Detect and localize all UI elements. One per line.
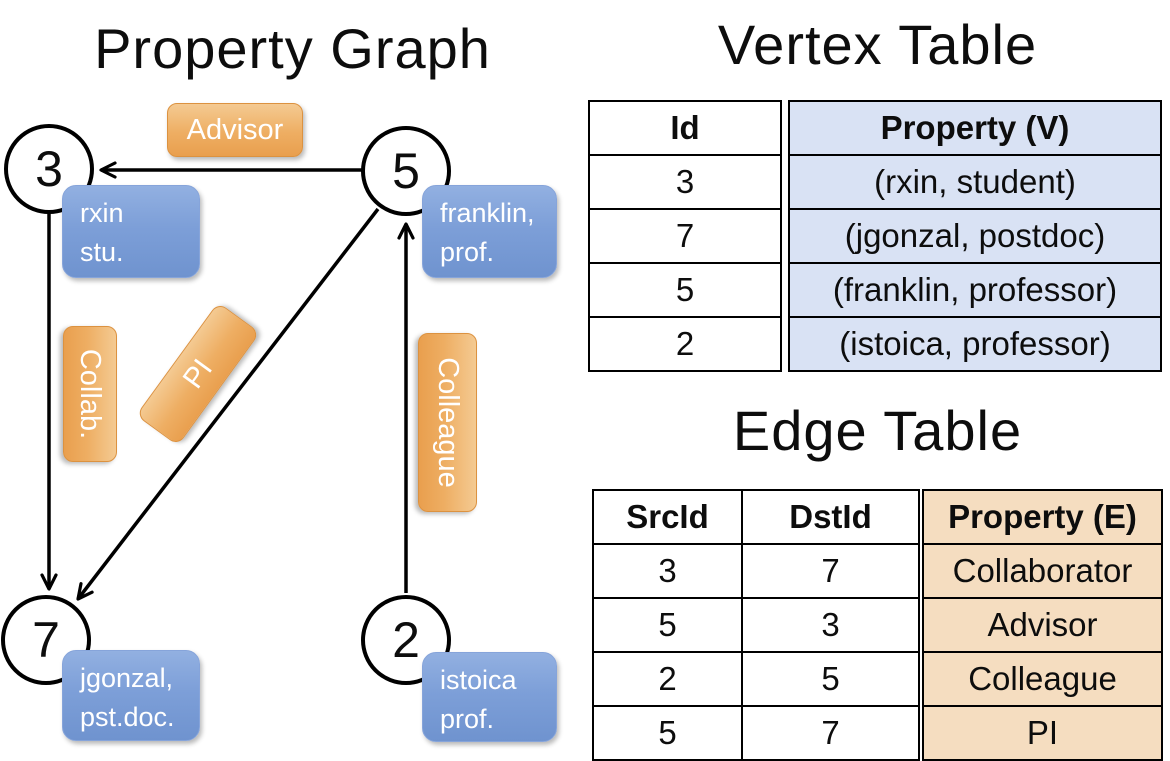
vertex-property-cell: (istoica, professor) bbox=[788, 316, 1162, 372]
table-row: 7 bbox=[588, 208, 782, 264]
vertex-id-cell: 2 bbox=[588, 316, 782, 372]
property-graph-title: Property Graph bbox=[94, 17, 491, 80]
vertex-node-2-id: 2 bbox=[392, 612, 420, 668]
edge-label-advisor: Advisor bbox=[167, 103, 303, 157]
table-row: Id bbox=[588, 100, 782, 156]
vertex-id-cell: 3 bbox=[588, 154, 782, 210]
vertex-table-id-column: Id 3 7 5 2 bbox=[588, 100, 782, 372]
edge-srcid-cell: 5 bbox=[592, 597, 743, 653]
table-row: PI bbox=[922, 705, 1163, 761]
table-row: (istoica, professor) bbox=[788, 316, 1162, 372]
table-row: 2 5 bbox=[592, 651, 920, 707]
vertex-id-header: Id bbox=[588, 100, 782, 156]
vertex-property-line: istoica bbox=[440, 665, 517, 695]
vertex-property-line: rxin bbox=[80, 198, 124, 228]
edge-label-colleague: Colleague bbox=[418, 333, 477, 512]
table-row: (rxin, student) bbox=[788, 154, 1162, 210]
vertex-property-box-istoica: istoica prof. bbox=[422, 652, 557, 742]
edge-srcid-header: SrcId bbox=[592, 489, 743, 545]
vertex-id-cell: 7 bbox=[588, 208, 782, 264]
vertex-id-cell: 5 bbox=[588, 262, 782, 318]
vertex-property-line: prof. bbox=[440, 704, 495, 735]
edge-srcid-cell: 3 bbox=[592, 543, 743, 599]
table-row: 2 bbox=[588, 316, 782, 372]
property-graph-canvas bbox=[40, 161, 415, 601]
edge-property-cell: Collaborator bbox=[922, 543, 1163, 599]
table-row: (jgonzal, postdoc) bbox=[788, 208, 1162, 264]
vertex-property-line: jgonzal, bbox=[80, 663, 174, 693]
table-row: Property (E) bbox=[922, 489, 1163, 545]
vertex-property-box-jgonzal: jgonzal, pst.doc. bbox=[62, 650, 200, 741]
table-row: Property (V) bbox=[788, 100, 1162, 156]
edge-property-header: Property (E) bbox=[922, 489, 1163, 545]
table-row: Collaborator bbox=[922, 543, 1163, 599]
edge-property-cell: Colleague bbox=[922, 651, 1163, 707]
vertex-property-line: prof. bbox=[440, 237, 495, 268]
edge-dstid-cell: 7 bbox=[741, 705, 920, 761]
edge-label-collaborator: Collab. bbox=[63, 326, 117, 462]
table-row: 3 7 bbox=[592, 543, 920, 599]
table-row: (franklin, professor) bbox=[788, 262, 1162, 318]
vertex-property-line: stu. bbox=[80, 237, 124, 268]
table-row: 3 bbox=[588, 154, 782, 210]
table-row: Advisor bbox=[922, 597, 1163, 653]
vertex-node-3-id: 3 bbox=[35, 141, 63, 197]
table-row: 5 3 bbox=[592, 597, 920, 653]
vertex-node-5: 5 bbox=[361, 126, 451, 216]
edge-table-src-dst-columns: SrcId DstId 3 7 5 3 2 5 5 7 bbox=[592, 489, 920, 761]
table-row: Colleague bbox=[922, 651, 1163, 707]
vertex-table-title: Vertex Table bbox=[717, 13, 1038, 76]
edge-srcid-cell: 5 bbox=[592, 705, 743, 761]
edge-dstid-cell: 7 bbox=[741, 543, 920, 599]
vertex-property-cell: (jgonzal, postdoc) bbox=[788, 208, 1162, 264]
vertex-property-cell: (rxin, student) bbox=[788, 154, 1162, 210]
edge-dstid-cell: 3 bbox=[741, 597, 920, 653]
edge-property-cell: PI bbox=[922, 705, 1163, 761]
vertex-property-cell: (franklin, professor) bbox=[788, 262, 1162, 318]
vertex-node-7-id: 7 bbox=[32, 612, 60, 668]
edge-dstid-cell: 5 bbox=[741, 651, 920, 707]
edge-srcid-cell: 2 bbox=[592, 651, 743, 707]
vertex-property-line: franklin, bbox=[440, 198, 535, 228]
vertex-property-line: pst.doc. bbox=[80, 702, 175, 733]
edge-dstid-header: DstId bbox=[741, 489, 920, 545]
table-row: SrcId DstId bbox=[592, 489, 920, 545]
table-row: 5 7 bbox=[592, 705, 920, 761]
edge-pi-5-to-7 bbox=[76, 207, 380, 601]
edge-table-property-column: Property (E) Collaborator Advisor Collea… bbox=[922, 489, 1163, 761]
vertex-table-property-column: Property (V) (rxin, student) (jgonzal, p… bbox=[788, 100, 1162, 372]
edge-property-cell: Advisor bbox=[922, 597, 1163, 653]
vertex-property-box-rxin: rxin stu. bbox=[62, 185, 200, 278]
vertex-node-5-id: 5 bbox=[392, 143, 420, 199]
vertex-node-2: 2 bbox=[361, 595, 451, 685]
edge-table-title: Edge Table bbox=[732, 399, 1023, 462]
vertex-property-header: Property (V) bbox=[788, 100, 1162, 156]
table-row: 5 bbox=[588, 262, 782, 318]
vertex-property-box-franklin: franklin, prof. bbox=[422, 185, 557, 278]
